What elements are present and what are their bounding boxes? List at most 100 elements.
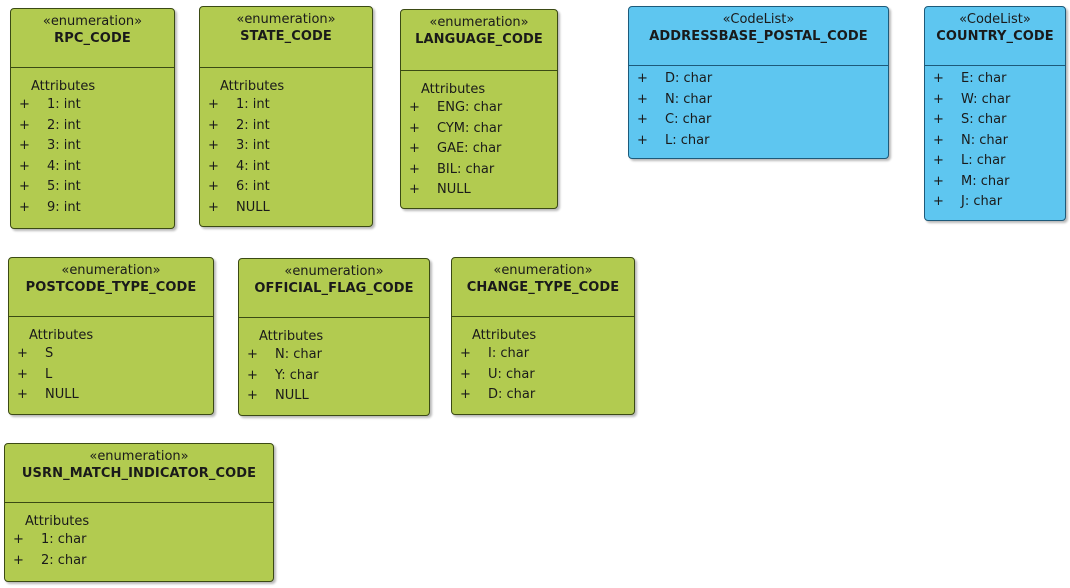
visibility-public: +: [637, 132, 648, 148]
attribute-row[interactable]: +NULL: [200, 198, 372, 219]
attributes-heading: Attributes: [259, 329, 324, 344]
class-name: POSTCODE_TYPE_CODE: [25, 280, 197, 295]
visibility-public: +: [208, 138, 219, 153]
attribute-text: 2: int: [236, 117, 270, 133]
visibility-public: +: [17, 366, 28, 382]
attribute-row[interactable]: +4: int: [200, 157, 372, 178]
attribute-row[interactable]: +L: char: [629, 131, 888, 152]
attribute-row[interactable]: +NULL: [401, 180, 557, 201]
visibility-public: +: [637, 91, 648, 107]
attribute-row[interactable]: +1: char: [5, 530, 273, 551]
rpc-code-enumeration[interactable]: «enumeration» RPC_CODE Attributes +1: in…: [10, 8, 175, 229]
attribute-row[interactable]: +9: int: [11, 198, 174, 219]
attributes-heading: Attributes: [31, 79, 96, 94]
attribute-row[interactable]: +E: char: [925, 69, 1065, 90]
class-name: CHANGE_TYPE_CODE: [466, 280, 620, 295]
attribute-row[interactable]: +C: char: [629, 110, 888, 131]
attribute-row[interactable]: + M: char: [925, 172, 1065, 193]
attribute-row[interactable]: +BIL: char: [401, 160, 557, 181]
attribute-row[interactable]: +N: char: [629, 90, 888, 111]
stereotype-label: «enumeration»: [89, 449, 189, 464]
attribute-text: N: char: [275, 347, 322, 362]
postcode-type-code-enumeration[interactable]: «enumeration» POSTCODE_TYPE_CODE Attribu…: [8, 257, 214, 415]
attribute-row[interactable]: +2: int: [200, 116, 372, 137]
attribute-row[interactable]: +L: [9, 365, 213, 386]
attribute-row[interactable]: +GAE: char: [401, 139, 557, 160]
visibility-public: +: [247, 388, 258, 403]
visibility-public: +: [247, 367, 258, 383]
compartment-divider: [200, 67, 372, 68]
official-flag-code-enumeration[interactable]: «enumeration» OFFICIAL_FLAG_CODE Attribu…: [238, 258, 430, 416]
attribute-row[interactable]: +4: int: [11, 157, 174, 178]
addressbase-postal-code-codelist[interactable]: «CodeList» ADDRESSBASE_POSTAL_CODE +D: c…: [628, 6, 889, 159]
compartment-divider: [452, 316, 634, 317]
attribute-text: M: char: [961, 173, 1010, 189]
attribute-row[interactable]: +L: char: [925, 151, 1065, 172]
attribute-row[interactable]: +W: char: [925, 90, 1065, 111]
compartment-divider: [11, 67, 174, 68]
attribute-row[interactable]: +Y: char: [239, 366, 429, 387]
state-code-enumeration[interactable]: «enumeration» STATE_CODE Attributes +1: …: [199, 6, 373, 227]
attribute-row[interactable]: +6: int: [200, 177, 372, 198]
attribute-text: D: char: [665, 71, 713, 86]
attribute-text: NULL: [45, 387, 79, 402]
compartment-divider: [239, 317, 429, 318]
class-name: RPC_CODE: [54, 31, 131, 46]
class-name: LANGUAGE_CODE: [415, 32, 543, 47]
visibility-public: +: [13, 532, 24, 547]
visibility-public: +: [208, 179, 219, 194]
attribute-row[interactable]: +2: char: [5, 551, 273, 572]
stereotype-label: «CodeList»: [959, 12, 1031, 27]
visibility-public: +: [409, 100, 420, 115]
visibility-public: +: [19, 199, 30, 215]
change-type-code-enumeration[interactable]: «enumeration» CHANGE_TYPE_CODE Attribute…: [451, 257, 635, 415]
visibility-public: +: [933, 71, 944, 86]
attribute-row[interactable]: +S: char: [925, 110, 1065, 131]
attribute-row[interactable]: + D: char: [629, 69, 888, 90]
attribute-row[interactable]: +D: char: [452, 385, 634, 406]
country-code-codelist[interactable]: «CodeList» COUNTRY_CODE +E: char +W: cha…: [924, 6, 1066, 221]
attribute-row[interactable]: +3: int: [200, 136, 372, 157]
attribute-row[interactable]: +I: char: [452, 344, 634, 365]
attribute-text: 5: int: [47, 179, 81, 194]
attribute-text: 2: int: [47, 117, 81, 133]
visibility-public: +: [933, 153, 944, 168]
attribute-text: 4: int: [236, 158, 270, 174]
attribute-row[interactable]: +1: int: [200, 95, 372, 116]
usrn-match-indicator-code-enumeration[interactable]: «enumeration» USRN_MATCH_INDICATOR_CODE …: [4, 443, 274, 582]
attribute-row[interactable]: +J: char: [925, 192, 1065, 213]
attribute-row[interactable]: +5: int: [11, 177, 174, 198]
attribute-row[interactable]: +NULL: [239, 386, 429, 407]
attribute-row[interactable]: +S: [9, 344, 213, 365]
language-code-enumeration[interactable]: «enumeration» LANGUAGE_CODE Attributes +…: [400, 9, 558, 209]
visibility-public: +: [19, 97, 30, 112]
attribute-text: S: char: [961, 112, 1007, 127]
attribute-row[interactable]: +U: char: [452, 365, 634, 386]
attribute-text: GAE: char: [437, 141, 502, 156]
attribute-row[interactable]: +NULL: [9, 385, 213, 406]
stereotype-label: «enumeration»: [236, 12, 336, 27]
attributes-heading: Attributes: [220, 79, 285, 94]
attribute-row[interactable]: +1: int: [11, 95, 174, 116]
visibility-public: +: [208, 158, 219, 174]
visibility-public: +: [933, 173, 944, 189]
compartment-divider: [5, 502, 273, 503]
stereotype-label: «enumeration»: [284, 264, 384, 279]
stereotype-label: «enumeration»: [429, 15, 529, 30]
attribute-text: S: [45, 346, 54, 361]
attribute-row[interactable]: +3: int: [11, 136, 174, 157]
visibility-public: +: [637, 71, 648, 86]
visibility-public: +: [460, 366, 471, 382]
compartment-divider: [629, 65, 888, 66]
attribute-text: CYM: char: [437, 120, 503, 136]
attribute-row[interactable]: + N: char: [239, 345, 429, 366]
visibility-public: +: [409, 182, 420, 197]
attribute-row[interactable]: +N: char: [925, 131, 1065, 152]
attribute-row[interactable]: +2: int: [11, 116, 174, 137]
visibility-public: +: [208, 97, 219, 112]
class-name: OFFICIAL_FLAG_CODE: [254, 281, 414, 296]
attribute-text: 4: int: [47, 158, 81, 174]
visibility-public: +: [247, 347, 258, 362]
attribute-row[interactable]: +ENG: char: [401, 98, 557, 119]
attribute-row[interactable]: +CYM: char: [401, 119, 557, 140]
